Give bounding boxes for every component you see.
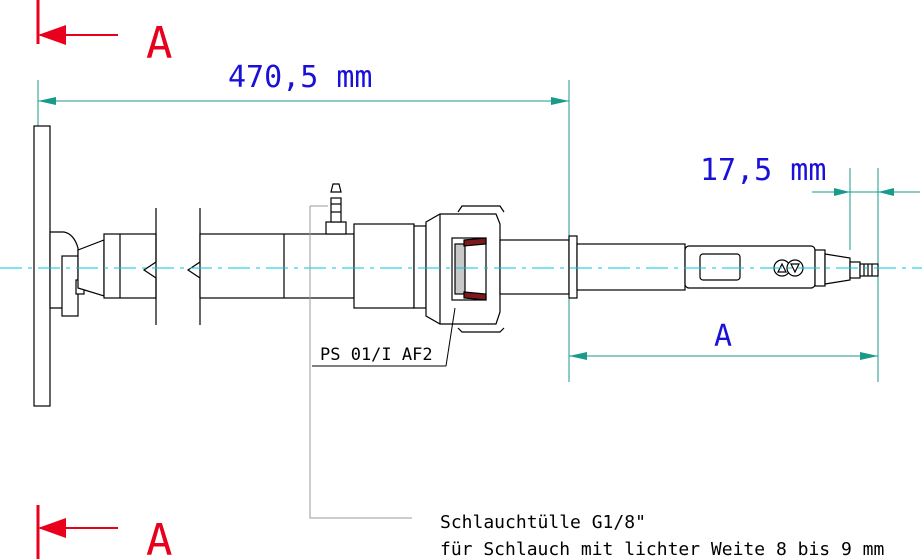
flange-plate xyxy=(33,125,51,407)
dimension-offset: 17,5 mm xyxy=(700,153,920,196)
dimension-span-label: A xyxy=(714,319,732,354)
gauge-tube xyxy=(576,243,686,291)
section-label-bottom: A xyxy=(146,515,173,559)
callout-hose-fitting: Schlauchtülle G1/8" für Schlauch mit lic… xyxy=(309,205,884,559)
section-label-top: A xyxy=(146,18,173,69)
collar xyxy=(353,223,415,309)
callout-part-number: PS 01/I AF2 xyxy=(312,307,456,367)
part-number-label: PS 01/I AF2 xyxy=(320,345,433,365)
dimension-overall: 470,5 mm xyxy=(38,60,569,105)
section-marker-top: A xyxy=(36,0,173,69)
pipe-main xyxy=(199,233,355,299)
tip-thread xyxy=(859,263,879,277)
gauge-display xyxy=(699,253,741,281)
pipe-front xyxy=(103,233,157,299)
hose-fitting-nut xyxy=(325,221,347,235)
dimension-span-a: A xyxy=(569,319,878,360)
hose-fitting-nipple xyxy=(330,197,342,223)
gauge-tip xyxy=(824,253,851,285)
tube-rear xyxy=(499,239,570,295)
assembly xyxy=(33,125,879,407)
dimension-overall-label: 470,5 mm xyxy=(228,60,373,95)
extension-lines xyxy=(37,80,879,382)
dimension-offset-label: 17,5 mm xyxy=(700,153,826,188)
section-marker-bottom: A xyxy=(36,505,173,559)
hose-fitting-line1: Schlauchtülle G1/8" xyxy=(440,512,646,533)
hose-fitting-line2: für Schlauch mit lichter Weite 8 bis 9 m… xyxy=(440,539,884,559)
